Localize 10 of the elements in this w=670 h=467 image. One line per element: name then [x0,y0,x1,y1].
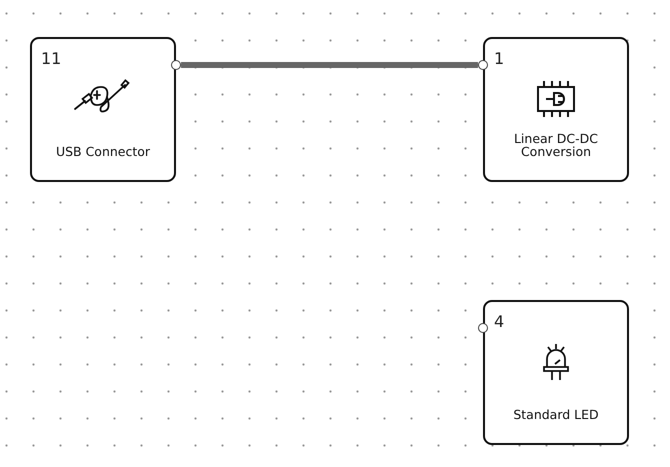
connection-line [181,62,478,68]
block-number: 1 [494,49,504,68]
block-label: Linear DC-DC Conversion [512,132,600,158]
block-card [483,300,629,445]
block-label: Standard LED [512,408,600,421]
block-card [30,37,176,182]
block-card [483,37,629,182]
block-number: 4 [494,312,504,331]
block-number: 11 [41,49,62,68]
block-label: USB Connector [54,145,152,158]
